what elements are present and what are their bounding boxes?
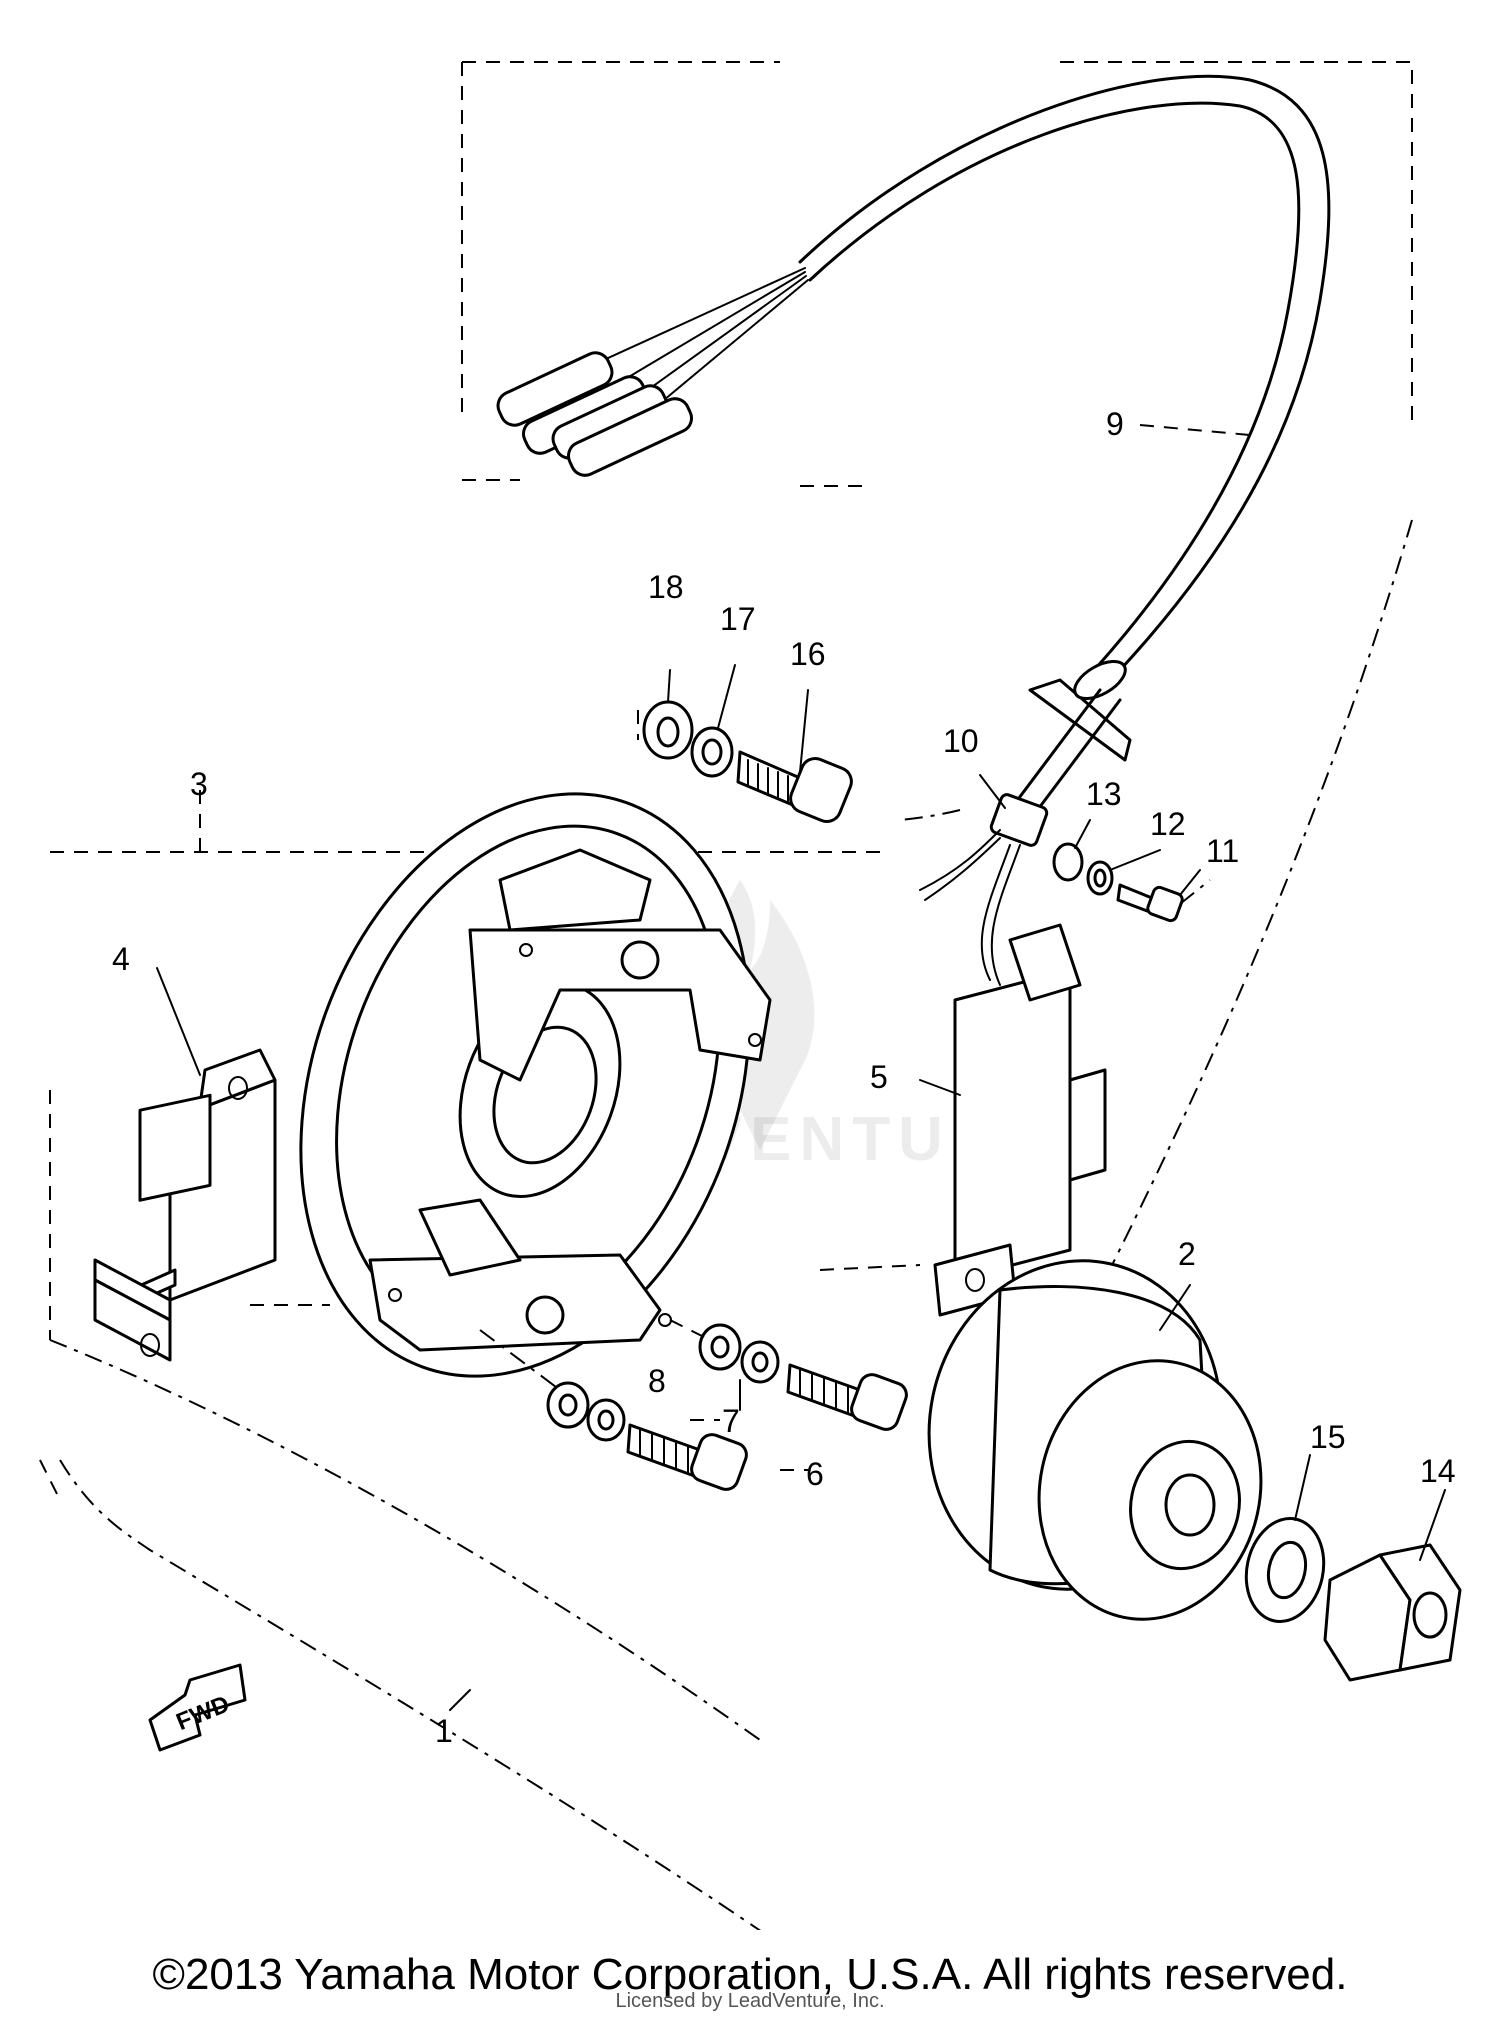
part-3-stator-plate bbox=[299, 792, 772, 1378]
callout-9: 9 bbox=[1106, 406, 1124, 442]
callout-14: 14 bbox=[1420, 1453, 1456, 1489]
fwd-arrow-icon: FWD bbox=[148, 1663, 247, 1752]
harness-connector-plugs bbox=[496, 351, 693, 477]
callout-13: 13 bbox=[1086, 776, 1122, 812]
callout-18: 18 bbox=[648, 569, 684, 605]
callout-16: 16 bbox=[790, 636, 826, 672]
callout-12: 12 bbox=[1150, 806, 1186, 842]
copyright-notice: ©2013 Yamaha Motor Corporation, U.S.A. A… bbox=[152, 1950, 1348, 1999]
callout-8: 8 bbox=[648, 1363, 666, 1399]
harness-frame bbox=[461, 61, 1413, 487]
callout-4: 4 bbox=[112, 941, 130, 977]
callout-10: 10 bbox=[943, 723, 979, 759]
callout-5: 5 bbox=[870, 1059, 888, 1095]
callout-6: 6 bbox=[806, 1456, 824, 1492]
callout-15: 15 bbox=[1310, 1419, 1346, 1455]
licence-notice: Licensed by LeadVenture, Inc. bbox=[615, 1990, 885, 2012]
callout-7: 7 bbox=[722, 1403, 740, 1439]
callout-11: 11 bbox=[1206, 833, 1239, 869]
part-5-ignition-coil bbox=[819, 923, 1107, 1317]
parts-11-12-13-screw-set bbox=[1052, 842, 1211, 923]
exploded-parts-diagram: LEADVENTURE bbox=[39, 61, 1462, 1930]
leader-lines bbox=[156, 424, 1446, 1711]
parts-6-7-8-screw-sets bbox=[479, 1319, 908, 1491]
harness-grommet bbox=[1028, 659, 1132, 762]
callout-3: 3 bbox=[190, 766, 208, 802]
callout-1: 1 bbox=[435, 1713, 453, 1749]
parts-14-15-nut-and-washer bbox=[1244, 1517, 1462, 1682]
part-4-cdi-unit bbox=[93, 1048, 330, 1362]
part-9-wire-harness bbox=[496, 74, 1331, 986]
part-2-flywheel-rotor bbox=[927, 1259, 1263, 1621]
callout-17: 17 bbox=[720, 601, 756, 637]
callout-2: 2 bbox=[1178, 1236, 1196, 1272]
callout-labels: 1 2 3 4 5 6 7 8 9 10 11 12 13 14 15 16 1… bbox=[112, 406, 1456, 1749]
parts-16-17-18-bolt-set bbox=[631, 700, 853, 960]
